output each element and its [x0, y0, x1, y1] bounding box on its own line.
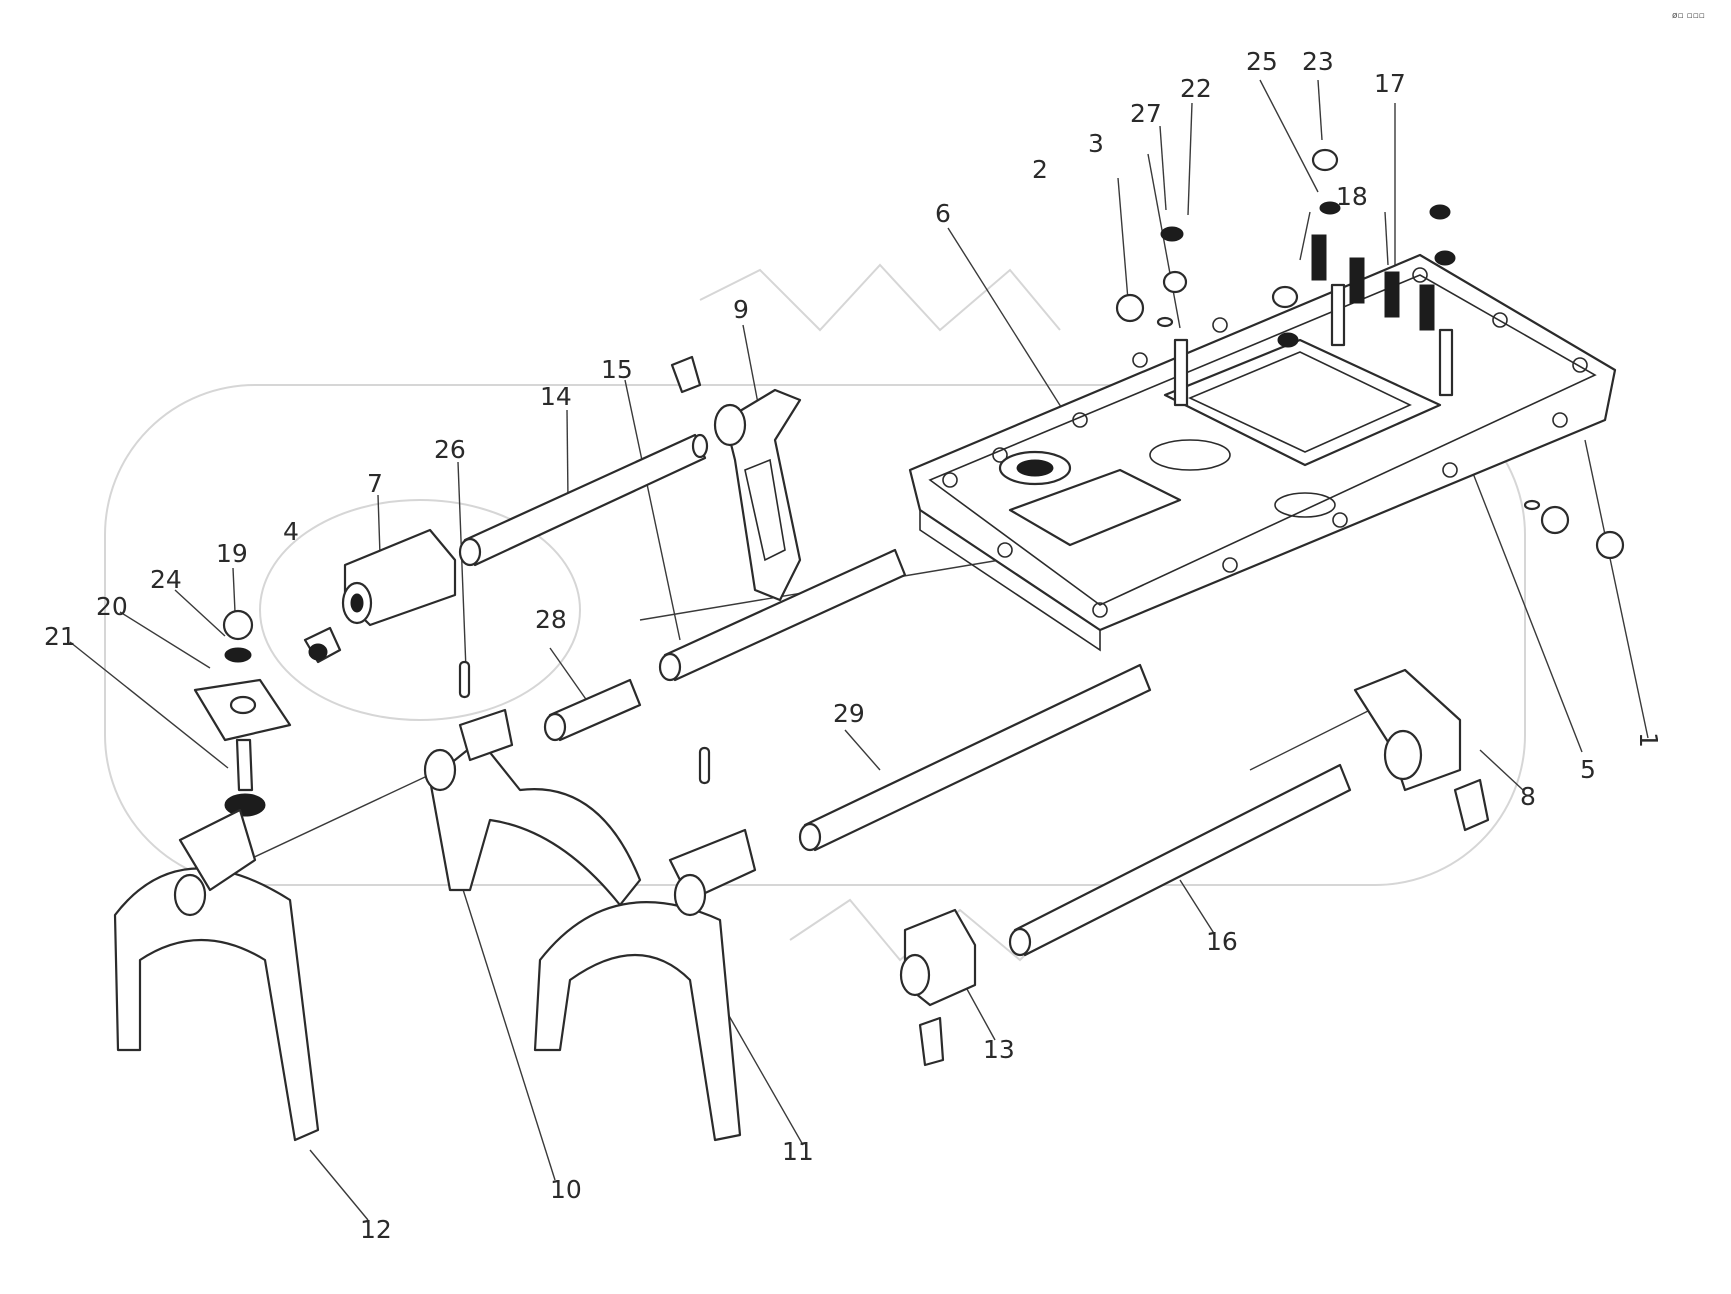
shift-fork-12: [113, 808, 320, 1142]
callout-1: 1: [1634, 732, 1663, 748]
callout-22: 22: [1180, 74, 1212, 103]
callout-7: 7: [367, 469, 383, 498]
corner-mark: ø▫ ▫▫▫: [1672, 11, 1705, 21]
callout-2: 2: [1032, 155, 1048, 184]
callout-12: 12: [360, 1215, 392, 1244]
shift-rod-29: [798, 663, 1152, 852]
shift-fork-10: [423, 708, 642, 907]
callout-14: 14: [540, 382, 572, 411]
callout-23: 23: [1302, 47, 1334, 76]
callout-28: 28: [535, 605, 567, 634]
callout-29: 29: [833, 699, 865, 728]
shift-rod-16: [1008, 763, 1352, 957]
pin-28: [543, 678, 642, 742]
callout-21: 21: [44, 622, 76, 651]
callout-11: 11: [782, 1137, 814, 1166]
pins: [458, 660, 711, 785]
plug-top: [670, 355, 702, 394]
fastener-stack: [193, 609, 292, 817]
callout-5: 5: [1580, 755, 1596, 784]
callout-24: 24: [150, 565, 182, 594]
shift-fork-11: [533, 828, 757, 1142]
callout-17: 17: [1374, 69, 1406, 98]
callout-4: 4: [283, 517, 299, 546]
shift-rod-15: [658, 548, 907, 682]
callout-labels: 1 2 3 4 5 6 7 8 9 10 11 12 13 14 15 16 1…: [44, 11, 1705, 1244]
callout-20: 20: [96, 592, 128, 621]
shift-block-7: [341, 528, 457, 627]
shift-block-8: [1353, 668, 1490, 832]
callout-9: 9: [733, 295, 749, 324]
plug-4: [303, 626, 342, 664]
callout-19: 19: [216, 539, 248, 568]
callout-8: 8: [1520, 782, 1536, 811]
callout-27: 27: [1130, 99, 1162, 128]
studs-and-nuts: [1115, 148, 1625, 560]
shift-rod-14: [458, 433, 709, 567]
cover-plate: [908, 253, 1617, 652]
callout-15: 15: [601, 355, 633, 384]
shift-block-13: [899, 908, 977, 1067]
callout-3: 3: [1088, 129, 1104, 158]
callout-16: 16: [1206, 927, 1238, 956]
callout-6: 6: [935, 199, 951, 228]
callout-26: 26: [434, 435, 466, 464]
callout-10: 10: [550, 1175, 582, 1204]
shift-lever-9: [713, 388, 802, 602]
callout-18: 18: [1336, 182, 1368, 211]
callout-25: 25: [1246, 47, 1278, 76]
callout-13: 13: [983, 1035, 1015, 1064]
